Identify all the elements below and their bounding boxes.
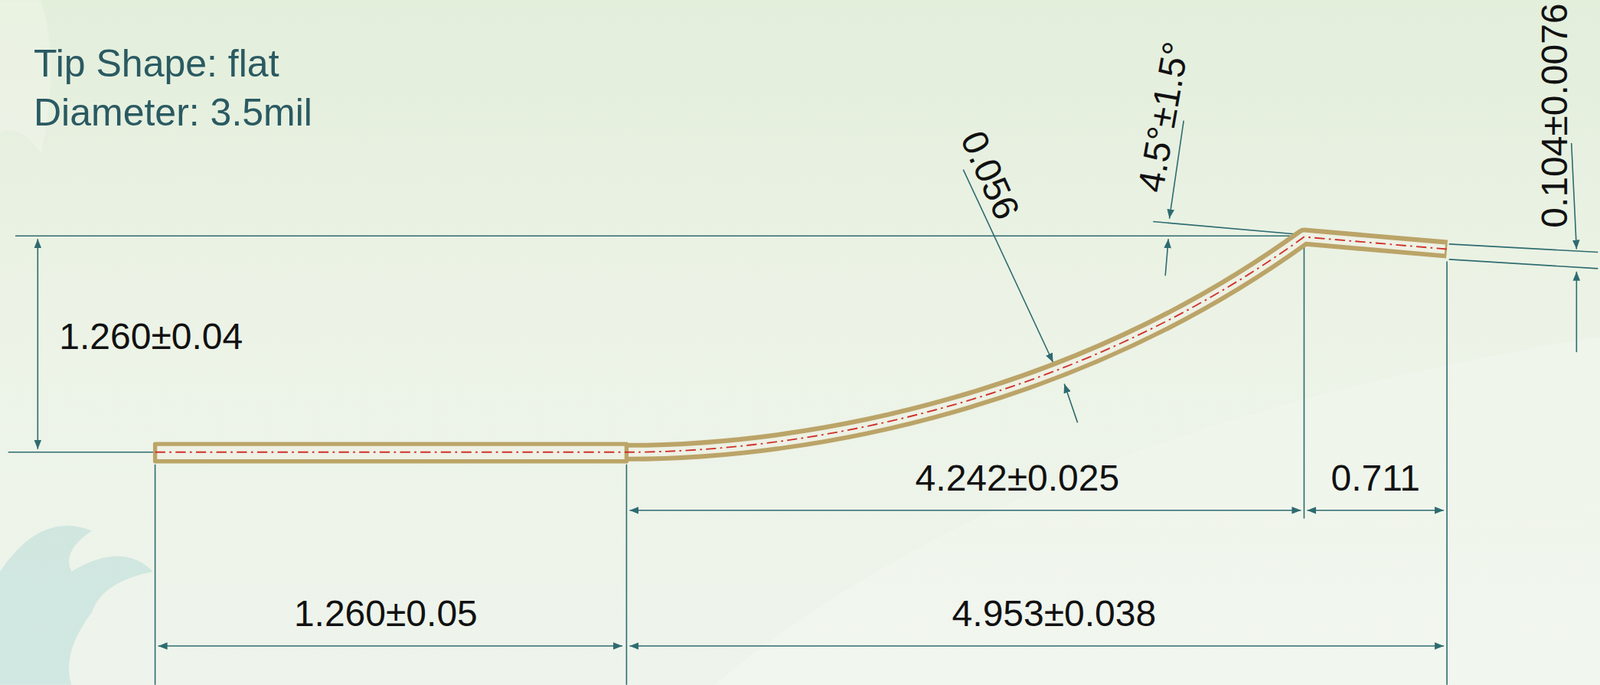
length-dimension: 4.953±0.038: [952, 595, 1157, 633]
length-dimension: 4.242±0.025: [915, 460, 1120, 497]
length-dimension: 0.711: [1330, 460, 1421, 497]
angle-dimension: 4.5°±1.5°: [1132, 39, 1196, 196]
wall-dimension: 0.056: [954, 126, 1026, 226]
tube: [155, 237, 1447, 462]
length-dimension: 1.260±0.05: [293, 595, 478, 633]
dimension-lines: [8, 120, 1599, 685]
diameter-note: Diameter: 3.5mil: [33, 93, 313, 132]
tip-dimension: 0.104±0.0076: [1536, 3, 1574, 228]
height-dimension: 1.260±0.04: [58, 318, 243, 356]
tip-shape-note: Tip Shape: flat: [33, 44, 280, 83]
